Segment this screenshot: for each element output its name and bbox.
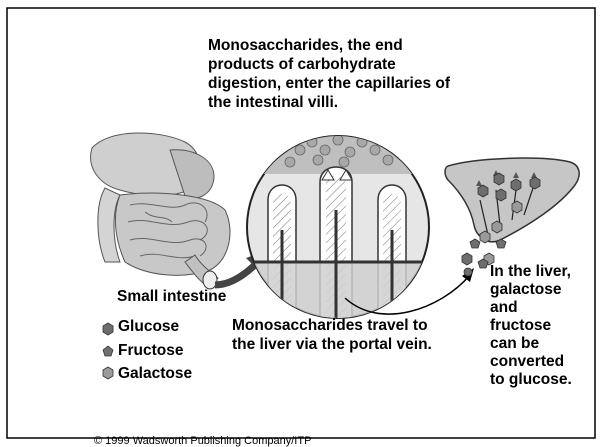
small-intestine-label: Small intestine bbox=[117, 288, 226, 306]
legend-fructose-label: Fructose bbox=[118, 342, 183, 360]
legend-galactose: Galactose bbox=[118, 365, 192, 383]
copyright-notice: © 1999 Wadsworth Publishing Company/ITP bbox=[94, 435, 311, 447]
legend-galactose-label: Galactose bbox=[118, 365, 192, 383]
glucose-swatch-icon bbox=[103, 323, 113, 335]
legend-glucose: Glucose bbox=[118, 318, 179, 336]
portal-vein-caption: Monosaccharides travel to the liver via … bbox=[232, 316, 432, 354]
liver-caption: In the liver, galactose and fructose can… bbox=[490, 263, 572, 389]
legend-fructose: Fructose bbox=[118, 342, 183, 360]
galactose-swatch-icon bbox=[103, 367, 113, 379]
legend-glucose-label: Glucose bbox=[118, 318, 179, 336]
legend-swatches bbox=[103, 323, 113, 379]
top-caption: Monosaccharides, the end products of car… bbox=[208, 36, 450, 112]
